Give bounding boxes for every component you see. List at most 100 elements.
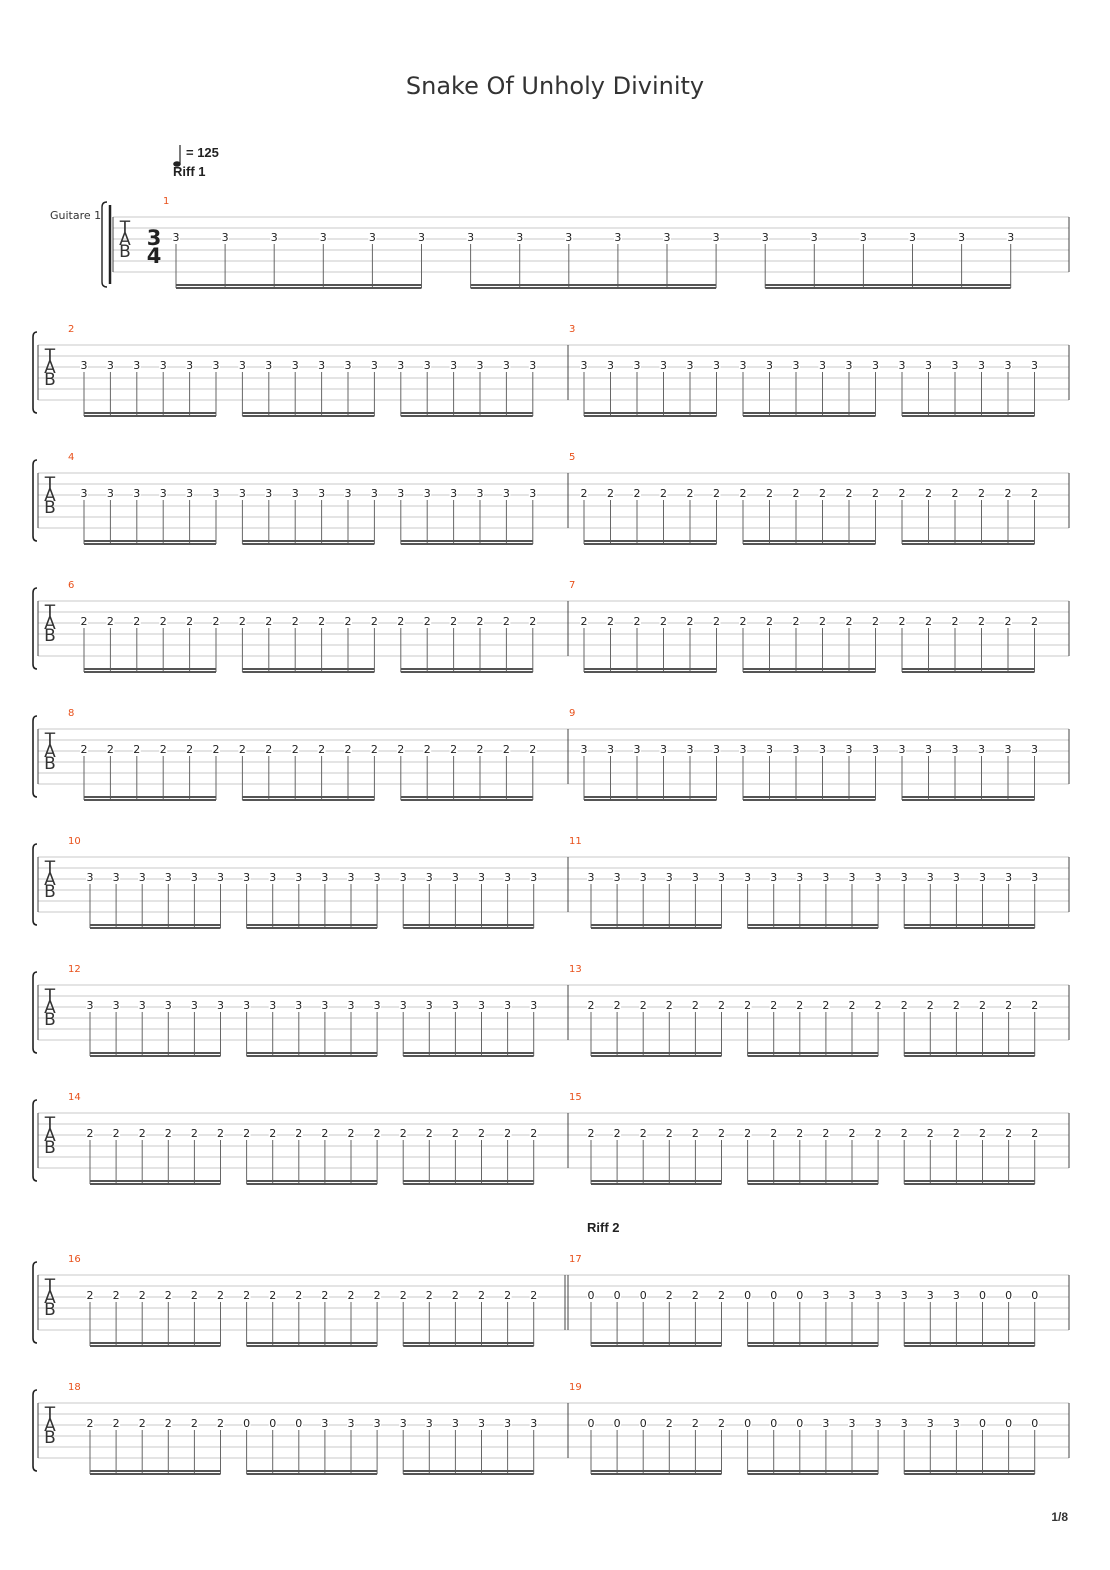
- fret-number-bg: [1004, 1418, 1013, 1429]
- fret-number: 3: [1031, 871, 1038, 884]
- fret-number: 2: [452, 1289, 459, 1302]
- fret-number-bg: [347, 1000, 355, 1011]
- fret-number-bg: [743, 1128, 752, 1139]
- fret-number: 2: [265, 743, 272, 756]
- fret-number: 2: [345, 615, 352, 628]
- fret-number-bg: [477, 1000, 486, 1011]
- fret-number: 0: [1031, 1417, 1038, 1430]
- fret-number-bg: [633, 488, 641, 499]
- fret-number: 2: [87, 1289, 94, 1302]
- fret-number-bg: [370, 360, 379, 371]
- fret-number: 3: [321, 871, 328, 884]
- fret-number-bg: [264, 360, 273, 371]
- fret-number: 3: [191, 871, 198, 884]
- tab-letter: B: [44, 882, 56, 902]
- fret-number: 2: [371, 615, 378, 628]
- measure-number: 12: [68, 964, 81, 975]
- fret-number: 2: [588, 999, 595, 1012]
- fret-number-bg: [874, 1418, 883, 1429]
- fret-number-bg: [80, 488, 88, 499]
- fret-number: 2: [770, 1127, 777, 1140]
- measure-number: 18: [68, 1382, 81, 1393]
- fret-number-bg: [926, 872, 935, 883]
- fret-number: 3: [687, 359, 694, 372]
- fret-number-bg: [924, 744, 933, 755]
- fret-number: 3: [400, 871, 407, 884]
- fret-number: 3: [186, 359, 193, 372]
- fret-number-bg: [399, 1000, 408, 1011]
- fret-number-bg: [132, 360, 141, 371]
- tab-letter: A: [44, 486, 56, 506]
- fret-number: 3: [450, 359, 457, 372]
- fret-number: 3: [503, 359, 510, 372]
- fret-number: 2: [321, 1127, 328, 1140]
- system-bracket: [32, 331, 38, 414]
- fret-number-bg: [564, 232, 573, 243]
- fret-number: 3: [478, 999, 485, 1012]
- fret-number-bg: [399, 872, 408, 883]
- fret-number-bg: [370, 744, 379, 755]
- riff-1-label: Riff 1: [173, 164, 206, 179]
- fret-number: 2: [529, 743, 536, 756]
- fret-number-bg: [112, 1128, 121, 1139]
- fret-number: 2: [87, 1417, 94, 1430]
- fret-number: 3: [426, 1417, 433, 1430]
- song-title: Snake Of Unholy Divinity: [405, 72, 705, 100]
- fret-number-bg: [848, 1000, 856, 1011]
- fret-number-bg: [821, 1000, 830, 1011]
- fret-number: 3: [160, 487, 167, 500]
- fret-number: 3: [529, 487, 536, 500]
- fret-number: 2: [925, 487, 932, 500]
- fret-number-bg: [370, 616, 379, 627]
- fret-number: 2: [979, 999, 986, 1012]
- fret-number: 3: [503, 487, 510, 500]
- fret-number-bg: [80, 616, 88, 627]
- fret-number: 3: [478, 1417, 485, 1430]
- fret-number-bg: [1004, 744, 1012, 755]
- fret-number-bg: [717, 1128, 726, 1139]
- fret-number: 3: [692, 871, 699, 884]
- fret-number-bg: [138, 872, 147, 883]
- fret-number: 3: [846, 743, 853, 756]
- fret-number-bg: [712, 232, 721, 243]
- fret-number: 2: [581, 487, 588, 500]
- fret-number: 2: [478, 1127, 485, 1140]
- fret-number-bg: [659, 744, 668, 755]
- fret-number-bg: [952, 1128, 961, 1139]
- fret-number: 3: [400, 1417, 407, 1430]
- fret-number-bg: [476, 360, 484, 371]
- time-signature-bottom: 4: [147, 244, 162, 268]
- fret-number-bg: [606, 616, 615, 627]
- fret-number-bg: [477, 1290, 486, 1301]
- fret-number: 2: [265, 615, 272, 628]
- fret-number-bg: [399, 1128, 408, 1139]
- tab-letter: A: [44, 614, 56, 634]
- fret-number: 2: [165, 1417, 172, 1430]
- fret-number: 2: [1031, 1127, 1038, 1140]
- system-bracket: [32, 1261, 38, 1344]
- fret-number: 2: [1005, 999, 1012, 1012]
- fret-number-bg: [795, 1000, 804, 1011]
- fret-number-bg: [425, 1418, 434, 1429]
- fret-number: 2: [875, 999, 882, 1012]
- fret-number: 3: [687, 743, 694, 756]
- fret-number-bg: [951, 616, 959, 627]
- fret-number-bg: [449, 360, 458, 371]
- fret-number-bg: [665, 1000, 674, 1011]
- fret-number-bg: [859, 232, 868, 243]
- fret-number: 3: [740, 743, 747, 756]
- fret-number: 3: [191, 999, 198, 1012]
- fret-number: 2: [872, 487, 879, 500]
- fret-number: 3: [713, 359, 720, 372]
- fret-number-bg: [908, 232, 917, 243]
- fret-number-bg: [172, 232, 180, 243]
- fret-number-bg: [691, 1000, 700, 1011]
- fret-number-bg: [449, 616, 458, 627]
- fret-number-bg: [396, 616, 405, 627]
- fret-number-bg: [1004, 360, 1012, 371]
- fret-number: 3: [318, 359, 325, 372]
- measure-number: 13: [569, 964, 582, 975]
- fret-number-bg: [423, 744, 432, 755]
- fret-number: 0: [1005, 1289, 1012, 1302]
- measure-number: 14: [68, 1092, 81, 1103]
